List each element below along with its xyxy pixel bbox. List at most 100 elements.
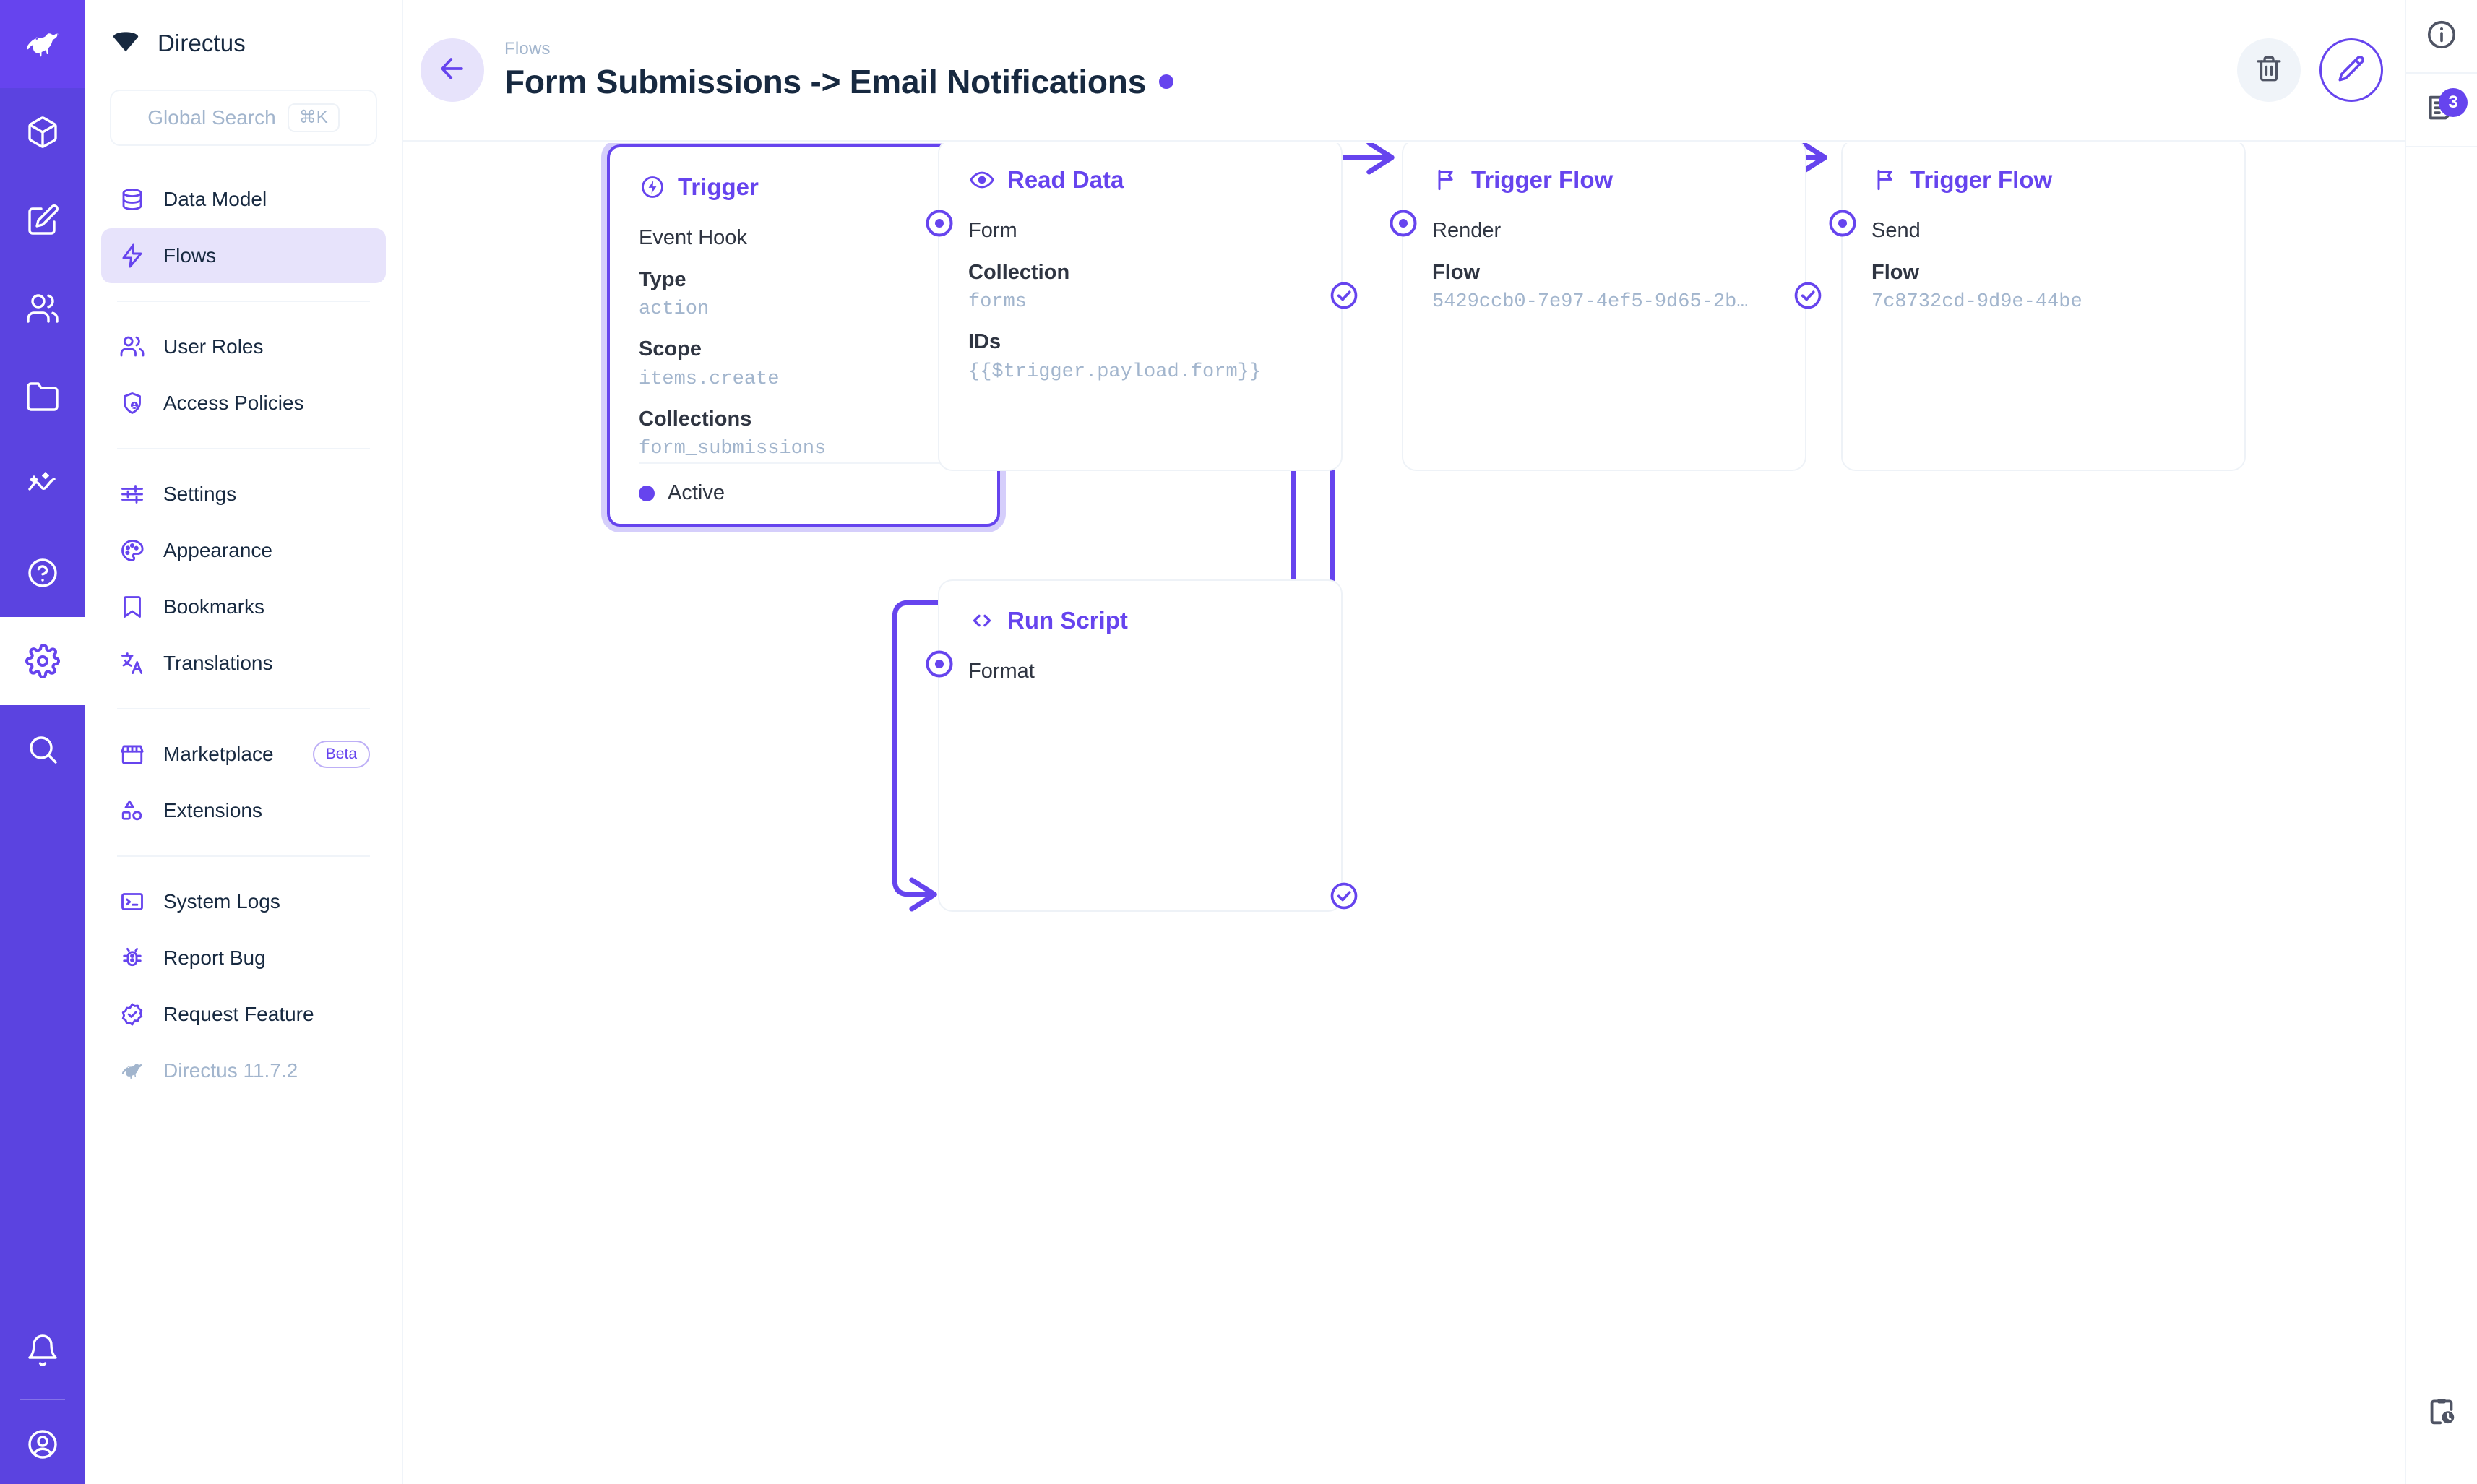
sidebar-item-request-feature[interactable]: Request Feature [101, 987, 386, 1042]
node-subtitle: Event Hook [639, 226, 747, 249]
logs-sidebar-button[interactable]: 3 [2405, 74, 2477, 146]
module-account[interactable] [0, 1405, 85, 1484]
box-icon [25, 115, 60, 150]
module-settings[interactable] [0, 617, 85, 705]
sidebar-item-extensions[interactable]: Extensions [101, 783, 386, 838]
node-title: Run Script [1007, 607, 1128, 634]
sidebar-item-appearance[interactable]: Appearance [101, 523, 386, 578]
sidebar-item-label: Translations [163, 652, 273, 674]
back-button[interactable] [421, 38, 484, 102]
module-content[interactable] [0, 88, 85, 176]
sparkle-chart-icon [25, 467, 60, 502]
status-badge: Beta [312, 740, 370, 769]
node-header: Trigger Flow [1432, 166, 1776, 194]
info-sidebar-button[interactable] [2405, 0, 2477, 72]
sidebar-item-bookmarks[interactable]: Bookmarks [101, 579, 386, 634]
sidebar-item-system-logs[interactable]: System Logs [101, 874, 386, 929]
sidebar-item-access-policies[interactable]: Access Policies [101, 376, 386, 431]
module-users[interactable] [0, 264, 85, 353]
port-resolve-trigger-flow-render[interactable] [1792, 280, 1824, 311]
module-insights[interactable] [0, 441, 85, 529]
port-input-trigger-flow-render[interactable] [1387, 207, 1419, 239]
active-status-dot [639, 485, 655, 501]
sidebar-item-settings[interactable]: Settings [101, 467, 386, 522]
edit-flow-button[interactable] [2319, 38, 2383, 102]
search-placeholder: Global Search [147, 106, 276, 129]
rabbit-logo-icon [117, 1056, 147, 1086]
module-help[interactable] [0, 529, 85, 617]
module-notifications[interactable] [0, 1306, 85, 1394]
info-circle-icon [2425, 18, 2458, 55]
sidebar-item-label: System Logs [163, 890, 280, 913]
node-body: Trigger Event Hook Type action Scope ite… [610, 147, 997, 524]
flow-canvas[interactable]: Trigger Event Hook Type action Scope ite… [403, 143, 2405, 1484]
module-editor[interactable] [0, 176, 85, 264]
node-field-value: 5429ccb0-7e97-4ef5-9d65-2b… [1432, 291, 1749, 313]
sidebar-divider [117, 448, 370, 449]
breadcrumb[interactable]: Flows [504, 39, 551, 59]
logs-count-badge: 3 [2439, 88, 2468, 117]
title-row: Form Submissions -> Email Notifications [504, 62, 1174, 101]
node-subtitle: Format [968, 660, 1035, 683]
sidebar-item-translations[interactable]: Translations [101, 636, 386, 691]
flow-history-button[interactable] [2405, 1377, 2477, 1449]
sidebar-item-user-roles[interactable]: User Roles [101, 319, 386, 374]
sidebar-item-flows[interactable]: Flows [101, 228, 386, 283]
clipboard-clock-icon [2425, 1395, 2458, 1432]
node-field-value: forms [968, 291, 1028, 313]
flag-icon [1871, 166, 1899, 194]
node-field-value: {{$trigger.payload.form}} [968, 361, 1262, 383]
page-title: Form Submissions -> Email Notifications [504, 63, 1147, 100]
port-resolve-run-script[interactable] [1328, 880, 1360, 912]
lightning-bolt-icon [117, 241, 147, 271]
page-header: Flows Form Submissions -> Email Notifica… [403, 0, 2477, 142]
port-input-read-data[interactable] [923, 207, 955, 239]
question-circle-icon [25, 556, 60, 590]
port-resolve-read-data[interactable] [1328, 280, 1360, 311]
right-rail: 3 [2405, 0, 2477, 1484]
module-directus-logo[interactable] [0, 0, 85, 88]
sidebar-item-marketplace[interactable]: Marketplace Beta [101, 727, 386, 782]
bookmark-icon [117, 592, 147, 622]
brand[interactable]: Directus [85, 0, 402, 81]
sidebar-item-report-bug[interactable]: Report Bug [101, 931, 386, 985]
sidebar-item-label: Bookmarks [163, 595, 265, 618]
sidebar-item-label: Report Bug [163, 946, 266, 969]
main-area: Flows Form Submissions -> Email Notifica… [403, 0, 2477, 1484]
badge-check-icon [117, 999, 147, 1030]
edit-square-icon [25, 203, 60, 238]
node-body: Read Data Form Collection forms IDs {{$t… [939, 143, 1341, 470]
node-subtitle: Send [1871, 219, 1921, 242]
flow-node-trigger-flow-send[interactable]: Trigger Flow Send Flow 7c8732cd-9d9e-44b… [1829, 143, 2246, 471]
global-search[interactable]: Global Search ⌘K [85, 81, 402, 146]
sidebar-item-data-model[interactable]: Data Model [101, 172, 386, 227]
node-field-key: Flow [1871, 260, 1920, 284]
users-icon [117, 332, 147, 362]
delete-flow-button[interactable] [2237, 38, 2301, 102]
node-body: Trigger Flow Send Flow 7c8732cd-9d9e-44b… [1843, 143, 2244, 470]
module-search[interactable] [0, 705, 85, 793]
sidebar-item-label: Request Feature [163, 1003, 314, 1025]
flow-node-read-data[interactable]: Read Data Form Collection forms IDs {{$t… [926, 143, 1358, 471]
node-field-value: form_submissions [639, 438, 827, 460]
node-title: Trigger Flow [1910, 166, 2053, 193]
flow-node-trigger-flow-render[interactable]: Trigger Flow Render Flow 5429ccb0-7e97-4… [1390, 143, 1822, 471]
search-input[interactable]: Global Search ⌘K [110, 90, 377, 146]
sidebar-item-label: User Roles [163, 335, 264, 358]
node-field-value: action [639, 298, 710, 320]
port-input-run-script[interactable] [923, 648, 955, 680]
eye-icon [968, 166, 996, 194]
header-actions [2237, 38, 2383, 102]
flow-node-run-script[interactable]: Run Script Format [926, 579, 1358, 912]
status-badge [1159, 74, 1174, 89]
trash-icon [2254, 53, 2284, 87]
module-files[interactable] [0, 353, 85, 441]
node-header: Run Script [968, 607, 1312, 634]
rail-divider [2405, 146, 2477, 147]
users-icon [25, 291, 60, 326]
port-input-trigger-flow-send[interactable] [1827, 207, 1858, 239]
node-header: Read Data [968, 166, 1312, 194]
folder-icon [25, 379, 60, 414]
node-field-key: Collections [639, 407, 752, 431]
node-body: Trigger Flow Render Flow 5429ccb0-7e97-4… [1403, 143, 1805, 470]
